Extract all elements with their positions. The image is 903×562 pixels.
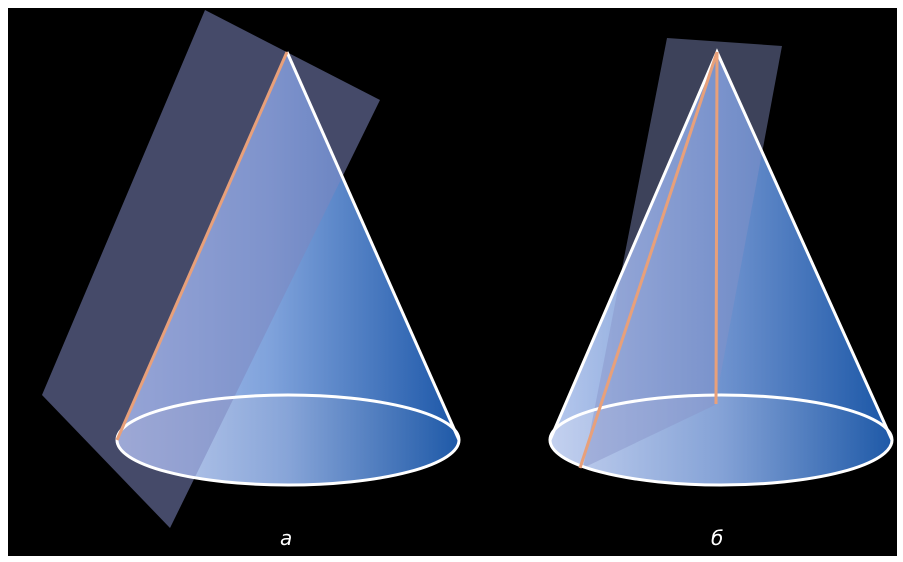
figure-b [548,38,894,487]
cone-b-body [550,52,892,485]
figure-label-a: а [280,526,293,550]
section-line-b-slant [578,51,719,469]
tangent-plane-a [42,10,380,528]
cone-b-base-rim [548,393,894,487]
figure-label-b: б [711,526,724,550]
cone-b-base [550,395,892,485]
section-line-b-height [714,51,719,405]
section-plane-b [583,38,782,468]
tangency-line-a [115,51,289,441]
cone-a-outline [285,51,461,441]
figure-a [42,10,461,528]
